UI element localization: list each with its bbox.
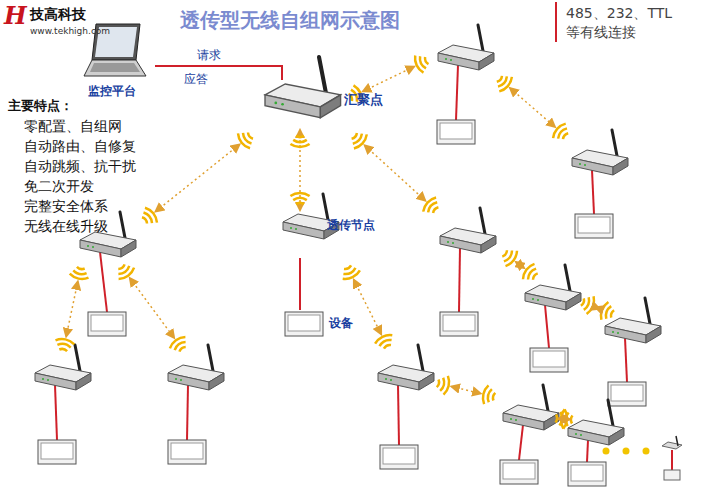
wired-link <box>299 258 301 310</box>
feature-item: 无线在线升级 <box>24 218 108 235</box>
node-label: 透传节点 <box>327 218 375 232</box>
legend-text: 485、232、TTL 等有线连接 <box>566 4 684 42</box>
wired-link <box>155 66 282 80</box>
monitor-platform: 监控平台 <box>80 22 155 102</box>
feature-item: 免二次开发 <box>24 178 94 195</box>
wireless-waves <box>290 136 309 204</box>
feature-item: 自动路由、自修复 <box>24 138 136 155</box>
logo-mark: H <box>4 2 27 31</box>
logo-name: 技高科技 <box>30 6 86 23</box>
device-node: 设备 <box>283 310 363 338</box>
feature-heading: 主要特点： <box>8 98 73 114</box>
edge-note: 应答 <box>184 72 208 86</box>
feature-item: 完整安全体系 <box>24 198 108 215</box>
diagram-title: 透传型无线自组网示意图 <box>180 8 400 32</box>
relay-node: 透传节点 <box>283 210 393 258</box>
node-label: 监控平台 <box>88 84 136 98</box>
feature-item: 自动跳频、抗干扰 <box>24 158 136 175</box>
node-label: 设备 <box>329 316 353 330</box>
node-label: 汇聚点 <box>344 92 383 108</box>
logo-url: www.tekhigh.com <box>30 26 110 37</box>
gateway-node: 汇聚点 <box>262 80 387 130</box>
feature-item: 零配置、自组网 <box>24 118 122 135</box>
edge-label: 请求 <box>195 48 223 62</box>
